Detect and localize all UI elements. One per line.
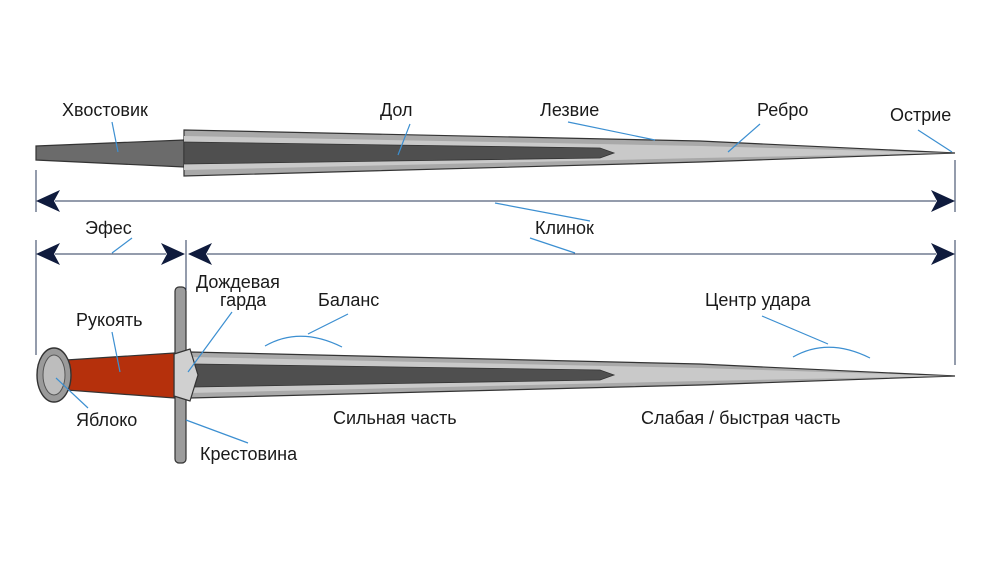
labels: Хвостовик Дол Лезвие Ребро Острие Эфес К… [62,100,951,464]
leader-grip [111,331,121,373]
dimension-lines [35,160,956,365]
arrowhead-full-left [36,190,60,212]
leader-rain-guard [187,311,233,373]
label-rain-guard-line1: Дождевая [196,272,280,292]
label-grip: Рукоять [76,310,142,330]
leader-blade-dim2 [529,237,576,254]
leader-center [761,315,829,345]
leader-tang [111,121,119,153]
grip-shape [65,352,175,399]
pommel-inner [42,354,66,396]
top-blade-group [35,129,956,177]
arrowheads [36,190,955,265]
arrowhead-blade-left [188,243,212,265]
label-balance: Баланс [318,290,379,310]
bottom-sword-group [36,286,956,464]
arrowhead-full-right [931,190,955,212]
leader-lines [55,121,953,444]
label-tip: Острие [890,105,951,125]
label-pommel: Яблоко [76,410,137,430]
leader-pommel [55,377,89,409]
label-blade: Клинок [535,218,594,238]
center-arc [792,346,871,359]
arrowhead-hilt-left [36,243,60,265]
leader-blade-dim [494,202,591,222]
leader-hilt-dim [111,237,133,254]
label-edge: Лезвие [540,100,599,120]
arrowhead-blade-right [931,243,955,265]
tang-shape [35,139,185,168]
label-forte: Сильная часть [333,408,457,428]
leader-tip [917,129,953,153]
leader-balance [307,313,349,335]
leader-crossguard [185,419,249,444]
leader-rib [727,123,761,153]
label-fuller: Дол [380,100,413,120]
label-foible: Слабая / быстрая часть [641,408,840,428]
label-rain-guard-line2: гарда [220,290,267,310]
leader-fuller [397,123,411,156]
label-hilt: Эфес [85,218,132,238]
label-crossguard: Крестовина [200,444,298,464]
leader-edge [567,121,656,141]
label-center-of-percussion: Центр удара [705,290,811,310]
label-tang: Хвостовик [62,100,148,120]
balance-arc [264,335,343,348]
label-rib: Ребро [757,100,808,120]
arrowhead-hilt-right [161,243,185,265]
